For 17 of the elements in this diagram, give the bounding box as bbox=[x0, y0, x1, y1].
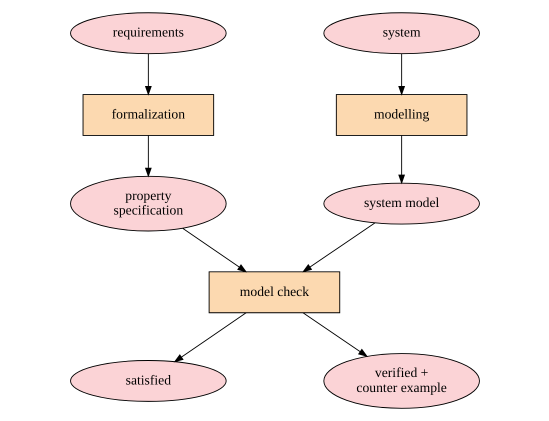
arrow bbox=[182, 228, 247, 272]
arrow bbox=[144, 135, 152, 178]
node-box: modelling bbox=[335, 94, 467, 136]
arrow bbox=[302, 222, 375, 272]
node-box: model check bbox=[208, 271, 340, 314]
arrow bbox=[144, 54, 152, 96]
node-ellipse: satisfied bbox=[70, 360, 226, 402]
arrow bbox=[302, 312, 368, 357]
node-ellipse: requirements bbox=[70, 12, 226, 54]
node-ellipse: system model bbox=[322, 182, 480, 225]
node-ellipse: property specification bbox=[70, 176, 226, 232]
node-ellipse: verified + counter example bbox=[322, 353, 480, 409]
node-ellipse: system bbox=[322, 12, 480, 54]
arrow bbox=[398, 135, 405, 184]
node-box: formalization bbox=[82, 94, 214, 136]
arrow bbox=[398, 54, 405, 96]
arrow bbox=[173, 312, 246, 362]
